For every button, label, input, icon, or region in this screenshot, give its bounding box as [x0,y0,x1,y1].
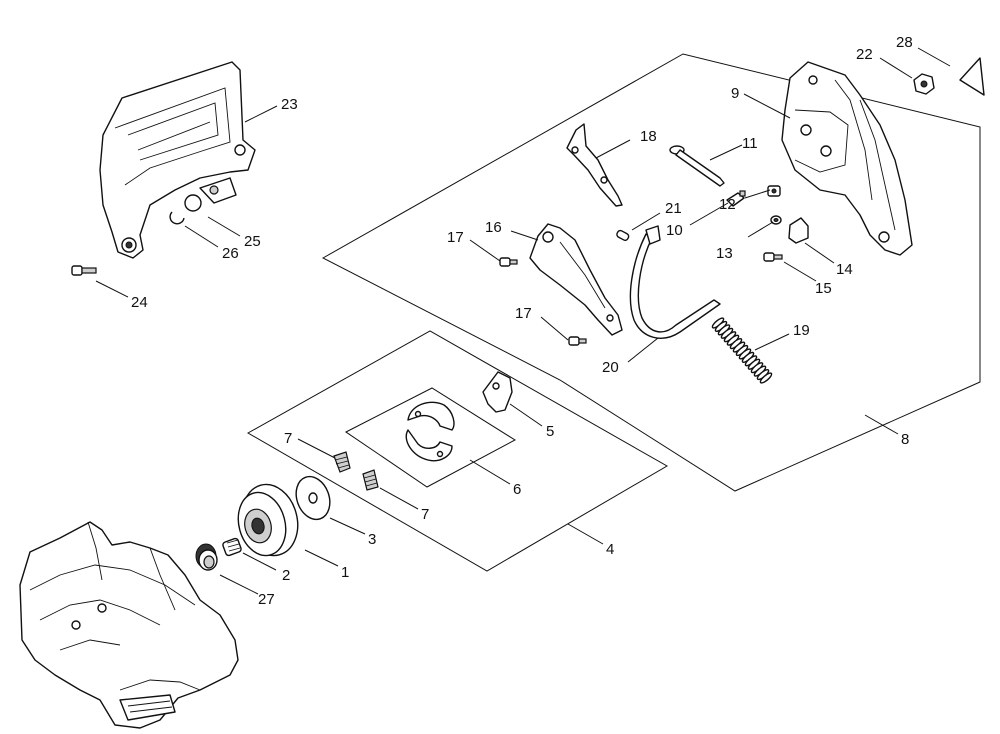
brake-lever-18-part [566,123,623,207]
callout-17-lower: 17 [515,305,532,322]
callout-3: 3 [368,531,376,548]
bracket-14-part [788,217,809,244]
callout-15: 15 [815,280,832,297]
roller-21-part [616,229,630,241]
callout-14: 14 [836,261,853,278]
callout-27: 27 [258,591,275,608]
callout-13: 13 [716,245,733,262]
callout-20: 20 [602,359,619,376]
clutch-shoes-6-part [405,401,455,462]
spring-19-part [711,317,773,384]
callout-12: 12 [719,196,736,213]
bolt-24-part [71,265,97,276]
hand-guard-part [99,61,256,259]
clip-26-part [169,211,185,225]
callout-4: 4 [606,541,614,558]
callout-6: 6 [513,481,521,498]
pin-10-part [726,190,746,207]
callout-8: 8 [901,431,909,448]
screw-17a-part [499,257,518,267]
assembly-8-outline [321,53,981,492]
plate-5-part [482,371,513,413]
callout-9: 9 [731,85,739,102]
clutch-spring-7a-part [333,451,351,473]
needle-bearing-2-part [222,537,242,557]
callout-23: 23 [281,96,298,113]
clutch-spring-7b-part [362,469,379,491]
crankcase-part [19,521,239,729]
pin-11-part [669,145,725,187]
callout-7-lower: 7 [421,506,429,523]
washer-13-part [770,215,782,225]
callout-16: 16 [485,219,502,236]
screw-15-part [763,252,783,262]
side-cover-part [781,61,913,256]
callout-19: 19 [793,322,810,339]
gear-27-part [195,543,218,571]
callout-labels: 1 2 3 4 5 6 7 7 8 9 10 11 12 13 14 15 16… [131,34,913,608]
callout-5: 5 [546,423,554,440]
callout-1: 1 [341,564,349,581]
screw-12-part [767,185,781,197]
wedge-28-part [959,57,985,96]
callout-10: 10 [666,222,683,239]
spring-coil [759,372,773,384]
sprocket-drum-1-part [237,483,299,557]
callout-7-upper: 7 [284,430,292,447]
screw-17b-part [568,336,587,346]
brake-arm-16-part [529,223,623,336]
callout-26: 26 [222,245,239,262]
assembly-4-outline [246,330,669,572]
callout-22: 22 [856,46,873,63]
callout-17-upper: 17 [447,229,464,246]
callout-2: 2 [282,567,290,584]
washer-3-part [295,475,331,521]
callout-24: 24 [131,294,148,311]
brake-band-20-part [629,225,721,339]
callout-28: 28 [896,34,913,51]
assembly-6-outline [345,387,516,488]
callout-11: 11 [742,135,758,152]
callout-21: 21 [665,200,682,217]
leader-lines [95,47,951,595]
callout-25: 25 [244,233,261,250]
nut-22-part [913,73,935,95]
callout-18: 18 [640,128,657,145]
